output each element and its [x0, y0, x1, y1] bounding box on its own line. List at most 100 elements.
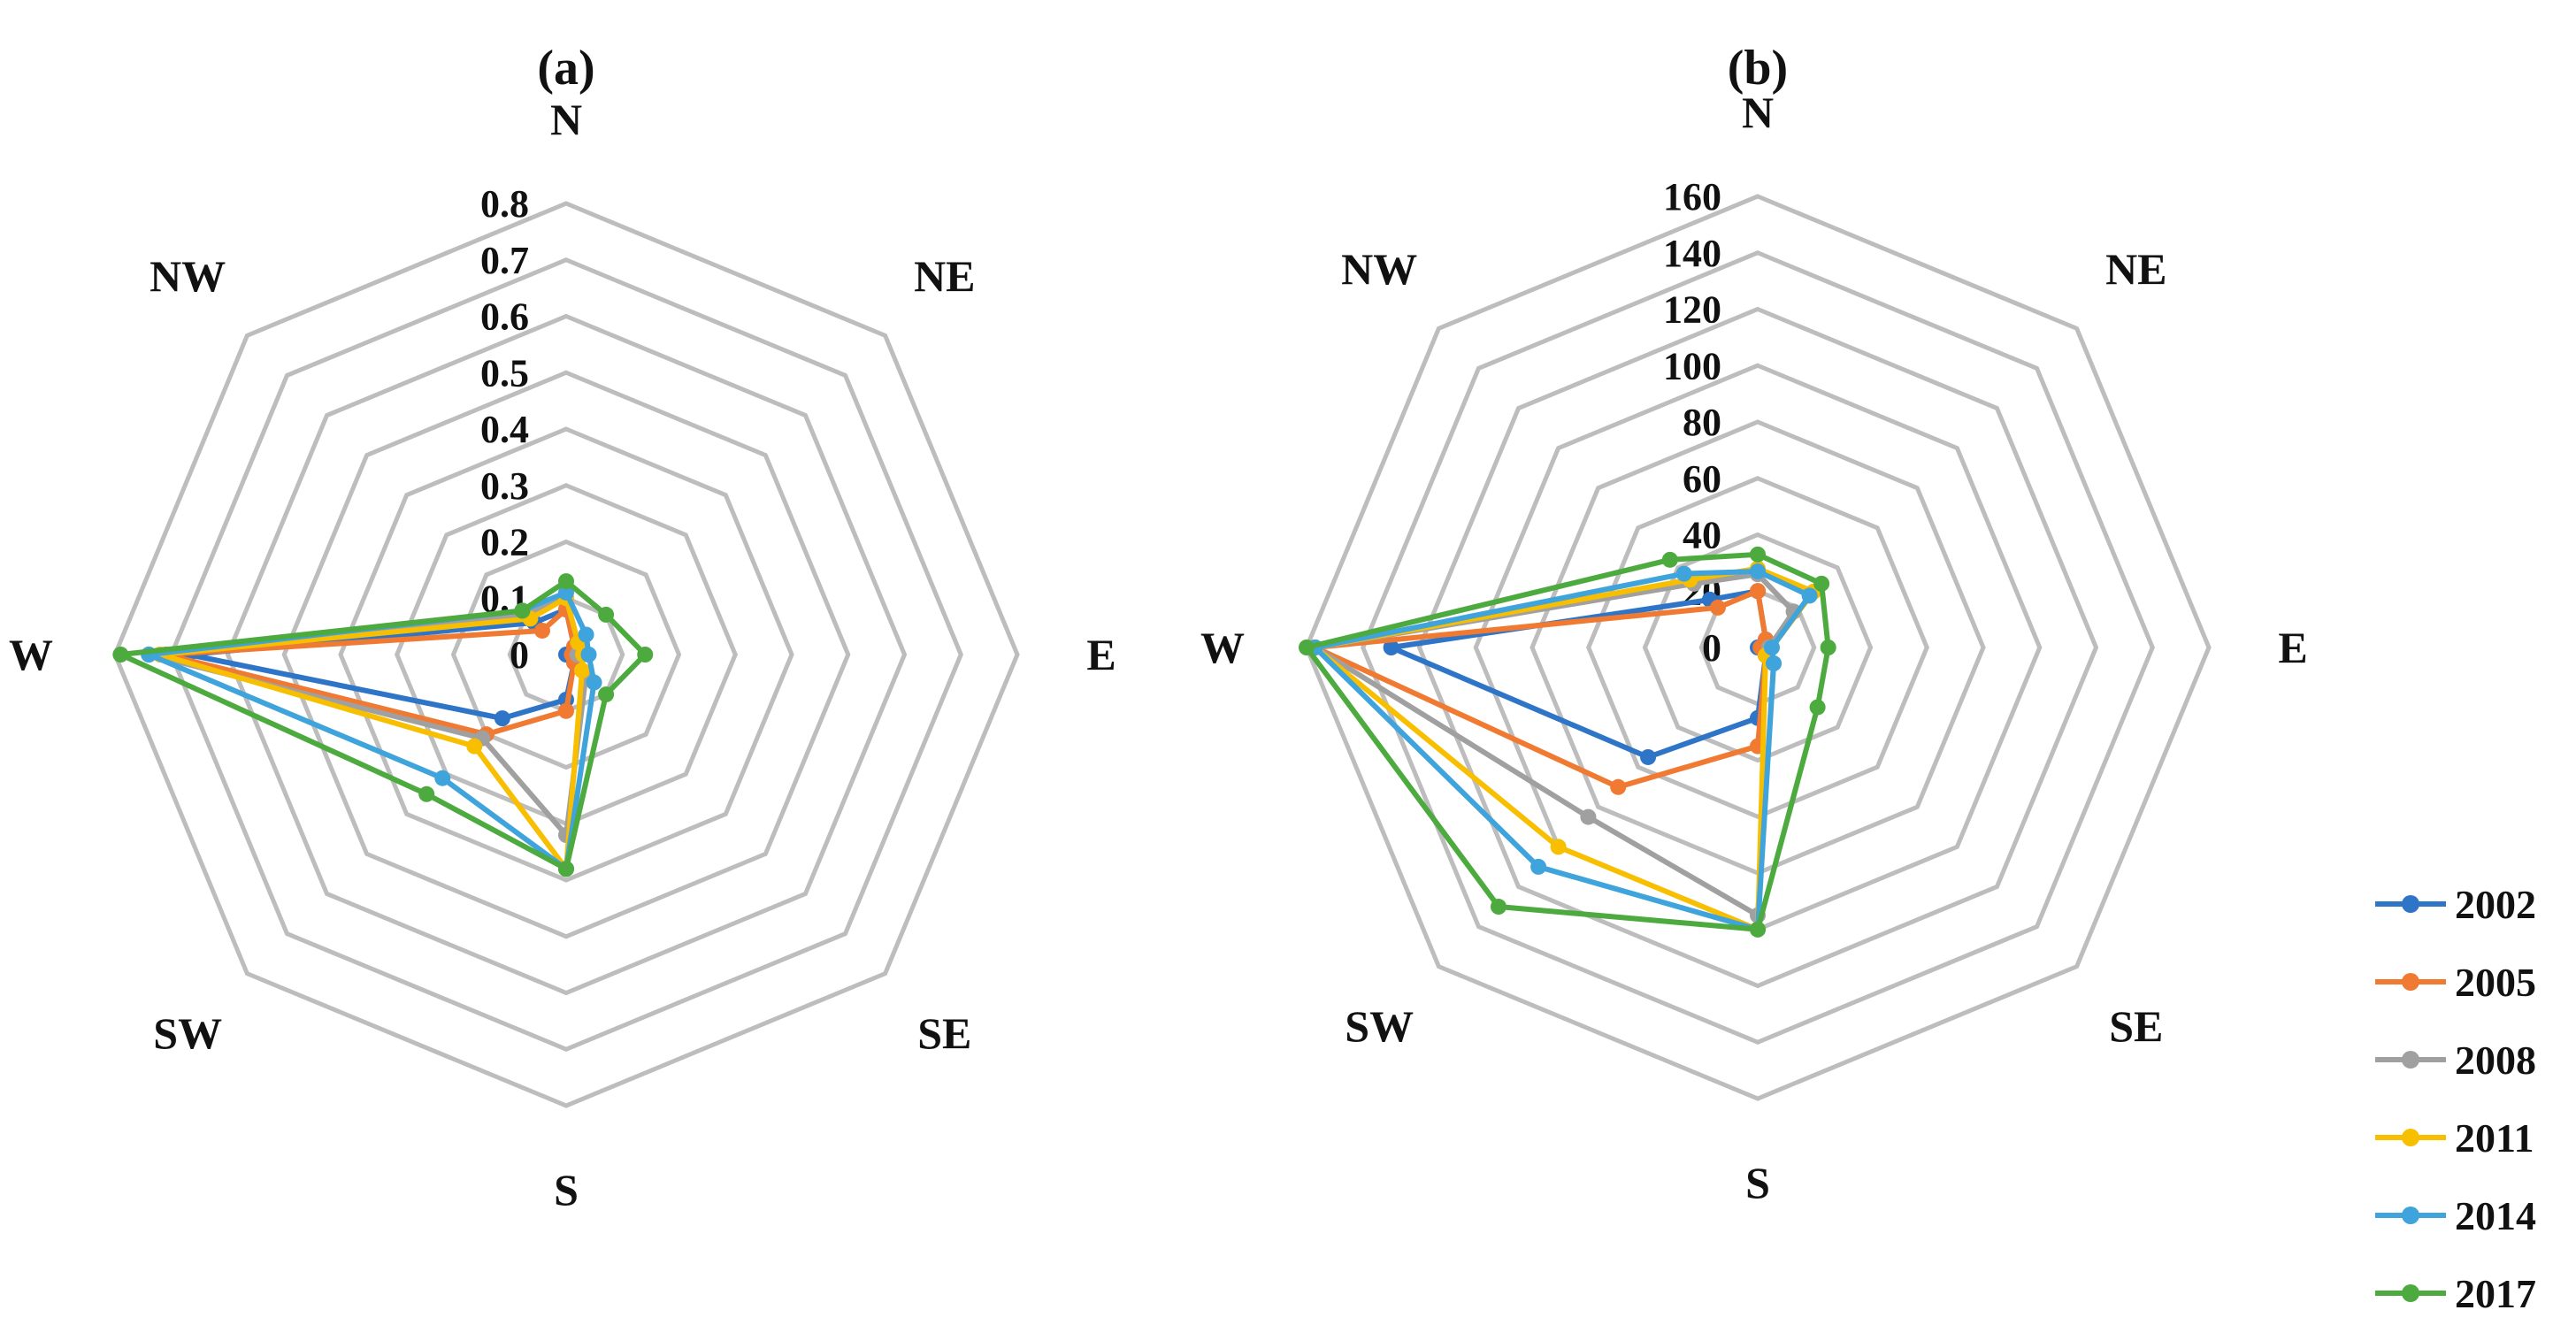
data-point-2017-nw: [1661, 551, 1678, 568]
data-point-2011-sw: [1550, 839, 1567, 855]
legend-swatch-marker: [2402, 1284, 2419, 1302]
data-point-2011-se: [574, 663, 591, 679]
legend-swatch-marker: [2402, 1051, 2419, 1069]
grid-ring-5: [281, 370, 851, 939]
tick-label: 0.5: [480, 351, 529, 395]
legend-swatch-marker: [2402, 895, 2419, 913]
data-point-2017-sw: [418, 785, 435, 802]
legend-label: 2014: [2455, 1193, 2536, 1238]
legend-swatch-marker: [2402, 1207, 2419, 1224]
grid-ring-7: [169, 257, 963, 1052]
panel-title: (a): [537, 41, 594, 96]
data-point-2017-e: [637, 647, 654, 663]
grid-ring-6: [225, 313, 908, 996]
data-point-2017-s: [1750, 921, 1766, 938]
data-point-2017-e: [1820, 640, 1836, 655]
data-point-2014-e: [580, 647, 597, 663]
panel-title: (b): [1728, 41, 1788, 96]
tick-label: 0.3: [480, 464, 529, 508]
data-point-2014-n: [558, 584, 574, 601]
grid-ring-2: [1642, 532, 1874, 763]
tick-label: 80: [1683, 401, 1721, 444]
direction-label-se: SE: [917, 1008, 971, 1058]
tick-label: 140: [1663, 232, 1721, 275]
data-point-2014-se: [1766, 655, 1782, 672]
legend-item-2002: 2002: [2375, 882, 2536, 927]
tick-label: 100: [1663, 344, 1721, 387]
data-point-2014-n: [1750, 563, 1766, 579]
data-point-2008-sw: [1580, 808, 1597, 825]
data-point-2017-se: [1809, 699, 1826, 716]
direction-label-w: W: [1200, 623, 1245, 672]
data-point-2017-ne: [1813, 575, 1830, 592]
legend-swatch-marker: [2402, 1129, 2419, 1146]
direction-label-s: S: [554, 1165, 579, 1214]
data-point-2017-sw: [1490, 899, 1506, 915]
grid-ring-6: [1416, 306, 2099, 989]
direction-label-w: W: [9, 630, 53, 679]
grid-ring-4: [338, 426, 794, 883]
direction-label-n: N: [550, 95, 582, 144]
data-point-2017-s: [558, 861, 574, 877]
direction-label-nw: NW: [150, 251, 226, 301]
legend-item-2011: 2011: [2375, 1115, 2534, 1161]
data-point-2011-sw: [466, 738, 483, 755]
data-point-2014-e: [1763, 640, 1780, 655]
legend-item-2008: 2008: [2375, 1038, 2536, 1083]
data-point-2005-sw: [1610, 778, 1627, 795]
grid-ring-8: [1304, 194, 2212, 1101]
legend-label: 2011: [2455, 1115, 2534, 1161]
legend-label: 2008: [2455, 1038, 2536, 1083]
data-point-2002-w: [1383, 640, 1399, 655]
direction-label-e: E: [1086, 630, 1116, 679]
legend-item-2014: 2014: [2375, 1193, 2536, 1238]
tick-label: 0.2: [480, 521, 529, 564]
grid-ring-8: [112, 201, 1020, 1108]
tick-label: 160: [1663, 175, 1721, 218]
direction-label-ne: NE: [914, 251, 975, 301]
legend-item-2005: 2005: [2375, 960, 2536, 1005]
data-point-2017-nw: [514, 602, 531, 619]
data-point-2017-w: [112, 647, 129, 663]
direction-label-se: SE: [2109, 1001, 2163, 1051]
data-point-2014-se: [586, 674, 602, 691]
grid-ring-2: [450, 539, 682, 770]
data-point-2002-sw: [494, 710, 510, 727]
tick-label: 0.6: [480, 295, 529, 339]
data-point-2017-n: [1750, 546, 1766, 563]
tick-label: 60: [1683, 457, 1721, 501]
tick-label: 0.8: [480, 182, 529, 226]
data-point-2017-w: [1299, 640, 1315, 655]
data-point-2005-n: [1750, 583, 1766, 600]
legend: 2002 2005 2008 2011 2014 2017: [2375, 882, 2536, 1316]
legend-label: 2005: [2455, 960, 2536, 1005]
data-point-2005-nw: [533, 622, 550, 639]
tick-label: 0: [1702, 626, 1721, 670]
data-point-2017-n: [558, 573, 574, 590]
data-point-2014-sw: [434, 770, 451, 786]
grid-ring-3: [1586, 476, 1929, 819]
direction-label-ne: NE: [2105, 244, 2166, 294]
data-point-2005-s: [558, 702, 574, 719]
legend-label: 2002: [2455, 882, 2536, 927]
direction-label-sw: SW: [1345, 1001, 1414, 1051]
tick-label: 0.7: [480, 239, 529, 282]
data-point-2017-se: [598, 686, 615, 703]
legend-label: 2017: [2455, 1271, 2536, 1316]
direction-label-nw: NW: [1341, 244, 1417, 294]
data-point-2014-ne: [1801, 587, 1818, 604]
tick-label: 40: [1683, 514, 1721, 557]
direction-label-sw: SW: [153, 1008, 222, 1058]
data-point-2014-sw: [1530, 858, 1547, 875]
data-point-2014-ne: [578, 626, 594, 643]
data-point-2005-nw: [1709, 599, 1726, 616]
tick-label: 0.4: [480, 408, 529, 451]
data-point-2002-sw: [1640, 748, 1657, 765]
legend-swatch-marker: [2402, 973, 2419, 991]
grid-ring-7: [1361, 250, 2155, 1045]
tick-label: 0: [510, 633, 529, 677]
direction-label-n: N: [1742, 88, 1774, 137]
